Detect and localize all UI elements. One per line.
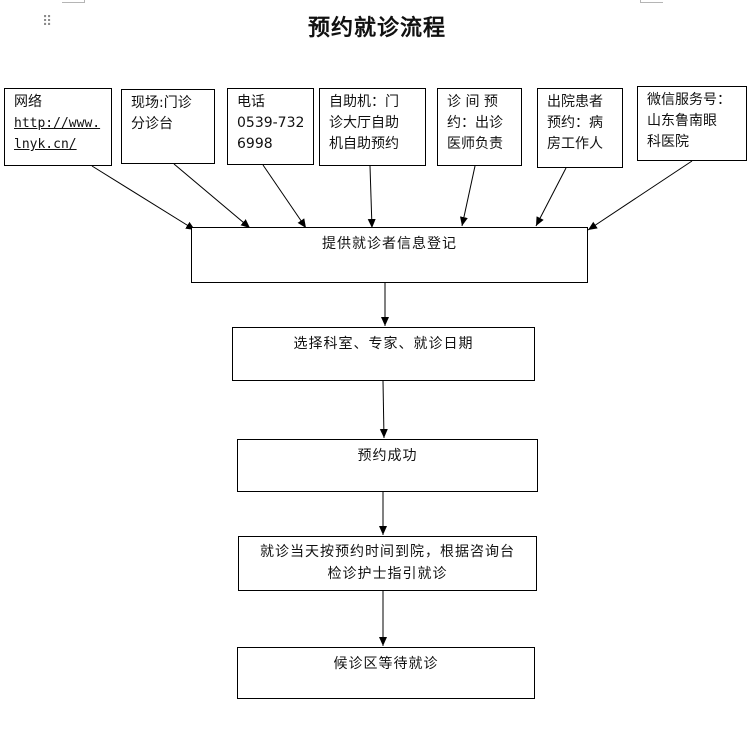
step-visit-label-line-1: 就诊当天按预约时间到院，根据咨询台 [260,544,515,560]
step-box-wait: 候诊区等待就诊 [237,647,535,699]
source-network-url-line-2[interactable]: lnyk.cn/ [14,137,77,152]
page-corner-mark-right [640,0,663,3]
source-wechat-line-2: 山东鲁南眼 [647,113,717,129]
arrow-discharge-to-register [535,167,567,227]
arrow-network-to-register [91,165,196,231]
source-wechat-line-1: 微信服务号： [647,92,731,108]
source-box-phone: 电话 0539-732 6998 [227,88,314,165]
source-kiosk-line-2: 诊大厅自助 [329,115,399,131]
arrow-select-to-success [379,380,388,439]
page-corner-mark-left [62,0,85,3]
page-title: 预约就诊流程 [307,16,446,41]
source-onsite-line-1: 现场:门诊 [131,95,192,111]
source-discharge-line-3: 房工作人 [547,136,603,152]
source-phone-line-1: 电话 [237,94,265,110]
step-box-success: 预约成功 [237,439,538,492]
arrow-wechat-to-register [587,160,693,231]
source-box-clinic: 诊 间 预 约：出诊 医师负责 [437,88,522,166]
source-phone-line-3: 6998 [237,136,273,152]
step-box-visit: 就诊当天按预约时间到院，根据咨询台 检诊护士指引就诊 [238,536,537,591]
source-kiosk-line-1: 自助机：门 [329,94,399,110]
source-box-onsite: 现场:门诊 分诊台 [121,89,215,164]
arrow-clinic-to-register [459,165,476,227]
step-visit-label-line-2: 检诊护士指引就诊 [327,566,448,582]
source-box-discharge: 出院患者 预约：病 房工作人 [537,88,623,168]
source-box-kiosk: 自助机：门 诊大厅自助 机自助预约 [319,88,426,166]
step-select-label: 选择科室、专家、就诊日期 [293,336,474,352]
source-box-network: 网络 http://www. lnyk.cn/ [4,88,112,166]
source-discharge-line-2: 预约：病 [547,115,603,131]
step-success-label: 预约成功 [357,448,418,464]
source-kiosk-line-3: 机自助预约 [329,136,399,152]
drag-handle-icon[interactable]: ⠿ [42,14,52,30]
source-box-wechat: 微信服务号： 山东鲁南眼 科医院 [637,86,747,161]
source-clinic-line-3: 医师负责 [447,136,503,152]
source-clinic-line-2: 约：出诊 [447,115,503,131]
source-wechat-line-3: 科医院 [647,134,689,150]
step-box-select: 选择科室、专家、就诊日期 [232,327,535,381]
step-register-label: 提供就诊者信息登记 [322,236,457,252]
source-network-label: 网络 [14,94,42,110]
step-box-register: 提供就诊者信息登记 [191,227,588,283]
source-clinic-line-1: 诊 间 预 [447,94,498,110]
arrow-phone-to-register [262,164,307,229]
source-discharge-line-1: 出院患者 [547,94,603,110]
source-onsite-line-2: 分诊台 [131,116,173,132]
source-network-url-line-1[interactable]: http://www. [14,116,101,131]
source-phone-line-2: 0539-732 [237,115,305,131]
arrow-kiosk-to-register [367,165,376,229]
step-wait-label: 候诊区等待就诊 [333,656,439,672]
arrow-onsite-to-register [173,163,251,229]
